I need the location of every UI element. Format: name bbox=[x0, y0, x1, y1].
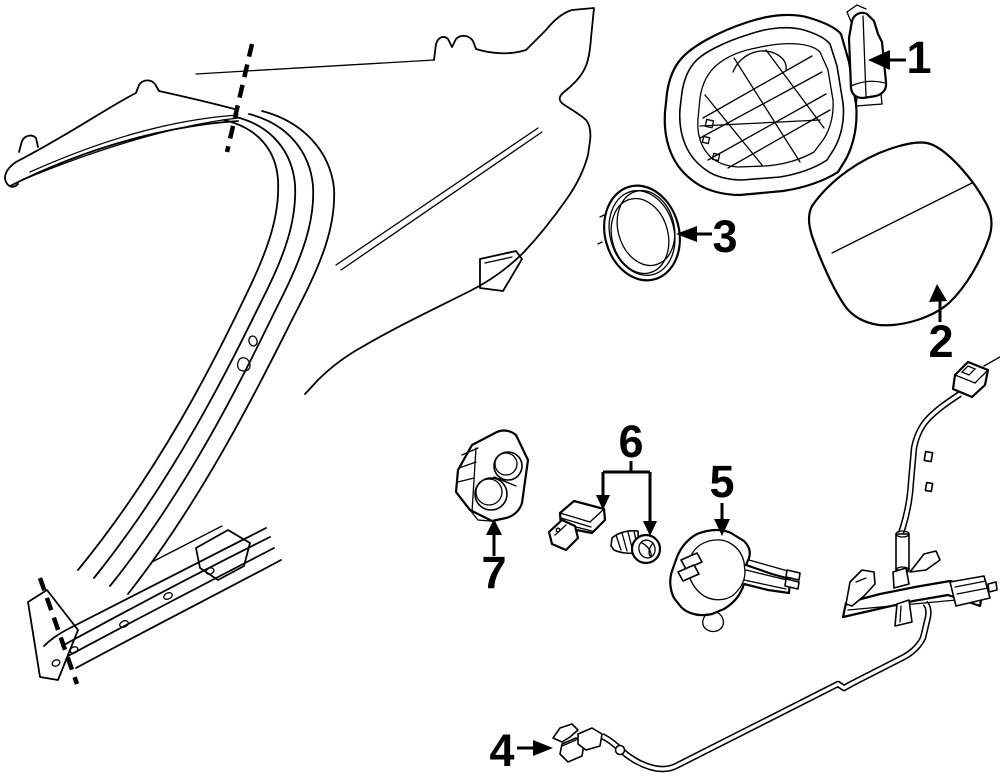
cable-clip-node bbox=[924, 481, 934, 493]
body-crease-line bbox=[335, 127, 539, 266]
callout-7-label: 7 bbox=[481, 547, 506, 598]
sill-joint-bracket bbox=[195, 529, 251, 581]
pocket-hole bbox=[704, 118, 715, 129]
callout-5: 5 bbox=[709, 456, 735, 536]
part-fuel-door bbox=[807, 141, 993, 327]
pocket-recess bbox=[697, 43, 834, 168]
pocket-rib-lines bbox=[699, 49, 831, 169]
section-cut-line-top bbox=[224, 43, 255, 153]
plate-hole bbox=[69, 646, 79, 654]
ring-outer bbox=[603, 184, 681, 282]
part-release-cable bbox=[552, 600, 932, 773]
flange-hole bbox=[163, 592, 173, 600]
callout-3: 3 bbox=[676, 211, 738, 262]
part-screw bbox=[610, 529, 662, 565]
pocket-inner-ring bbox=[678, 26, 845, 181]
cable-grommet-node bbox=[614, 744, 626, 756]
callout-1: 1 bbox=[868, 32, 932, 83]
sill-end-plate bbox=[27, 589, 79, 681]
part-seal-ring bbox=[597, 184, 681, 282]
callout-6-bracket bbox=[601, 461, 652, 521]
cable-run bbox=[600, 600, 932, 773]
fuel-door-panel bbox=[807, 141, 993, 327]
part-retainer-clip bbox=[547, 499, 607, 552]
grommet-port bbox=[493, 451, 523, 481]
plate-hole bbox=[51, 659, 61, 667]
rocker-sill bbox=[27, 525, 282, 685]
pocket-mount-tab bbox=[479, 250, 523, 292]
quarter-panel-drawing bbox=[4, 7, 595, 685]
flange-hole bbox=[119, 620, 129, 628]
grommet-port bbox=[474, 477, 508, 511]
pocket-hole bbox=[711, 152, 721, 162]
harness-bracket bbox=[841, 550, 998, 627]
callout-7: 7 bbox=[481, 519, 507, 598]
fuel-door-crease bbox=[831, 182, 973, 254]
part-grommet bbox=[454, 429, 530, 523]
callout-2-label: 2 bbox=[928, 316, 953, 367]
ring-mid bbox=[608, 189, 676, 277]
ring-lip bbox=[610, 197, 670, 275]
cable-clip-node bbox=[923, 450, 934, 463]
callout-6: 6 bbox=[596, 416, 657, 536]
roof-rail bbox=[4, 79, 239, 188]
pocket-hole bbox=[701, 135, 711, 145]
pocket-hinge bbox=[846, 4, 888, 107]
pillar-hole-2 bbox=[237, 357, 251, 372]
callout-6-label: 6 bbox=[618, 416, 643, 467]
callout-4: 4 bbox=[489, 725, 553, 776]
section-cut-line-bottom bbox=[37, 577, 80, 685]
callout-2: 2 bbox=[928, 284, 954, 367]
roof-edge-line bbox=[195, 59, 435, 75]
part-fuel-filler-pocket bbox=[663, 4, 888, 197]
ring-opening bbox=[616, 189, 676, 267]
callout-5-label: 5 bbox=[709, 456, 734, 507]
callout-4-label: 4 bbox=[489, 725, 514, 776]
callout-3-label: 3 bbox=[712, 211, 737, 262]
harness-connector bbox=[951, 356, 1000, 399]
antenna-line bbox=[983, 356, 1000, 367]
callout-1-label: 1 bbox=[906, 32, 931, 83]
bracket-foot bbox=[894, 599, 913, 627]
filler-neck-bump bbox=[732, 50, 787, 73]
pillar-hole bbox=[248, 335, 258, 347]
quarter-panel-outline bbox=[304, 7, 595, 395]
part-latch bbox=[669, 529, 801, 633]
screw-head bbox=[630, 533, 662, 565]
c-pillar bbox=[77, 110, 336, 595]
cable-end-connector bbox=[552, 723, 603, 763]
harness-assembly bbox=[841, 356, 1000, 627]
harness-sleeve bbox=[895, 530, 910, 574]
